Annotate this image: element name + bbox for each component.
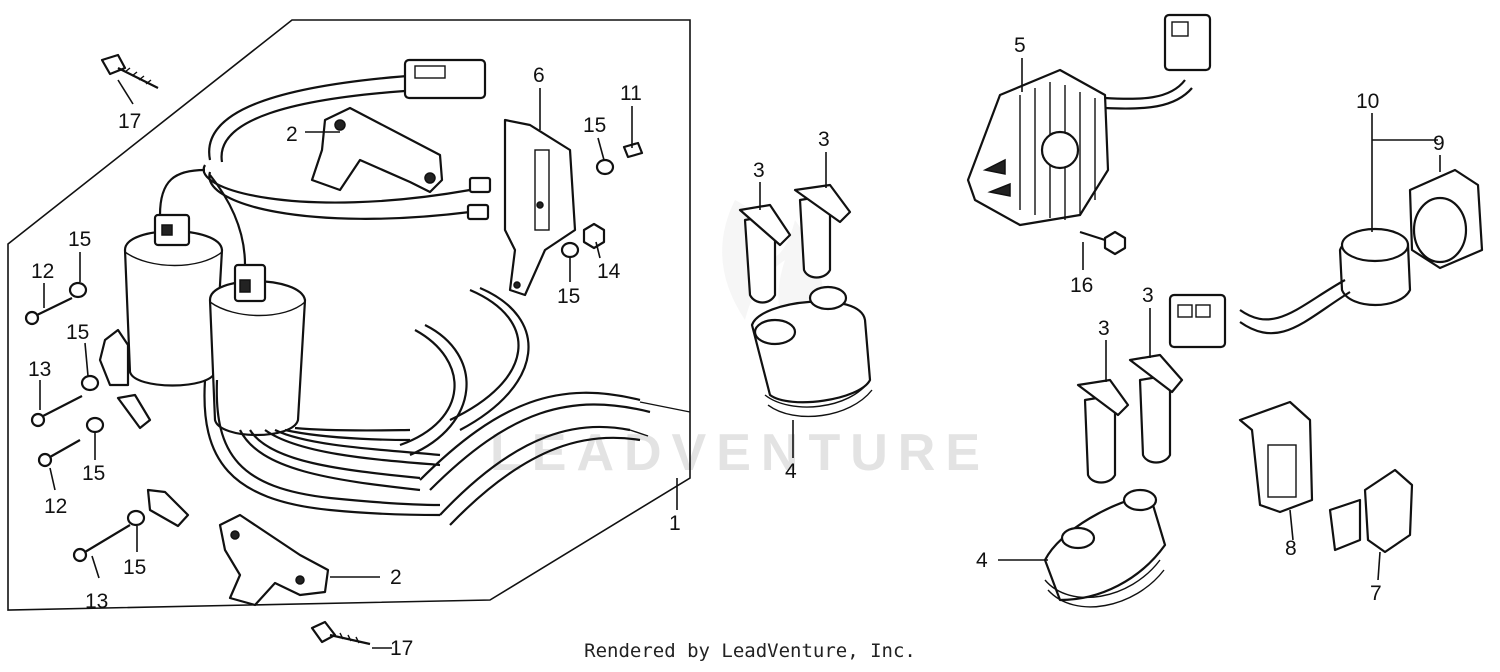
- condenser-band-9: [1408, 168, 1484, 270]
- callout-17: 17: [118, 110, 141, 133]
- callout-2: 2: [390, 566, 402, 589]
- callout-2: 2: [286, 123, 298, 146]
- ignition-coil-right: [208, 263, 307, 436]
- callout-5: 5: [1014, 34, 1026, 57]
- callout-3: 3: [1098, 317, 1110, 340]
- callout-3: 3: [753, 159, 765, 182]
- plug-cap-3-lower-left: [1076, 378, 1130, 484]
- callout-15: 15: [583, 114, 606, 137]
- clamps: [98, 328, 190, 528]
- assembly-frame: [7, 19, 691, 611]
- screw-13-lower: [72, 524, 131, 563]
- regulator-rectifier-5: [966, 13, 1212, 227]
- credit-text: Rendered by LeadVenture, Inc.: [584, 640, 916, 662]
- callout-10: 10: [1356, 90, 1379, 113]
- callout-8: 8: [1285, 537, 1297, 560]
- callouts: 17 2 6 11 15 14 15 15 12 15 13 15 12 15 …: [28, 34, 1445, 660]
- callout-17: 17: [390, 637, 413, 660]
- callout-3: 3: [818, 128, 830, 151]
- callout-9: 9: [1433, 132, 1445, 155]
- bracket-2-upper: [310, 106, 444, 194]
- callout-13: 13: [85, 590, 108, 613]
- screw-13-upper: [30, 395, 83, 428]
- callout-6: 6: [533, 64, 545, 87]
- ignition-coil-left: [123, 213, 224, 387]
- screw-12-lower: [37, 439, 81, 468]
- condenser-10: [1168, 227, 1412, 349]
- callout-14: 14: [597, 260, 621, 283]
- noise-suppressor-4-middle: [750, 285, 873, 418]
- fuse-holder-8: [1238, 400, 1314, 514]
- bolt-16: [1079, 230, 1127, 256]
- callout-7: 7: [1370, 582, 1382, 605]
- bolt-17-lower: [310, 620, 371, 646]
- watermark-text: LEADVENTURE: [490, 424, 990, 482]
- callout-1: 1: [669, 512, 681, 535]
- bolt-17-upper: [100, 53, 159, 89]
- wire-terminal: [466, 203, 490, 221]
- callout-4: 4: [785, 460, 797, 483]
- wiring-harness: [158, 58, 492, 266]
- leader-lines: [39, 58, 1441, 649]
- callout-4: 4: [976, 549, 988, 572]
- plug-cap-3-lower-right: [1128, 353, 1184, 464]
- plug-cap-3-left: [738, 203, 792, 304]
- callout-15: 15: [82, 462, 105, 485]
- callout-15: 15: [123, 556, 146, 579]
- harness-connector: [403, 58, 487, 100]
- plug-cap-3-right: [793, 183, 852, 279]
- washers: [68, 141, 644, 527]
- callout-12: 12: [31, 260, 54, 283]
- callout-15: 15: [66, 321, 89, 344]
- bracket-2-lower: [218, 513, 330, 607]
- relay-7: [1328, 468, 1414, 554]
- callout-16: 16: [1070, 274, 1093, 297]
- high-tension-leads: [203, 286, 691, 526]
- callout-3: 3: [1142, 284, 1154, 307]
- wire-terminal: [468, 176, 492, 194]
- callout-12: 12: [44, 495, 67, 518]
- callout-13: 13: [28, 358, 51, 381]
- bracket-6: [503, 118, 577, 297]
- callout-11: 11: [620, 82, 642, 105]
- noise-suppressor-4-right: [1043, 488, 1167, 608]
- callout-15: 15: [68, 228, 91, 251]
- callout-15: 15: [557, 285, 580, 308]
- screw-12-upper: [24, 297, 73, 326]
